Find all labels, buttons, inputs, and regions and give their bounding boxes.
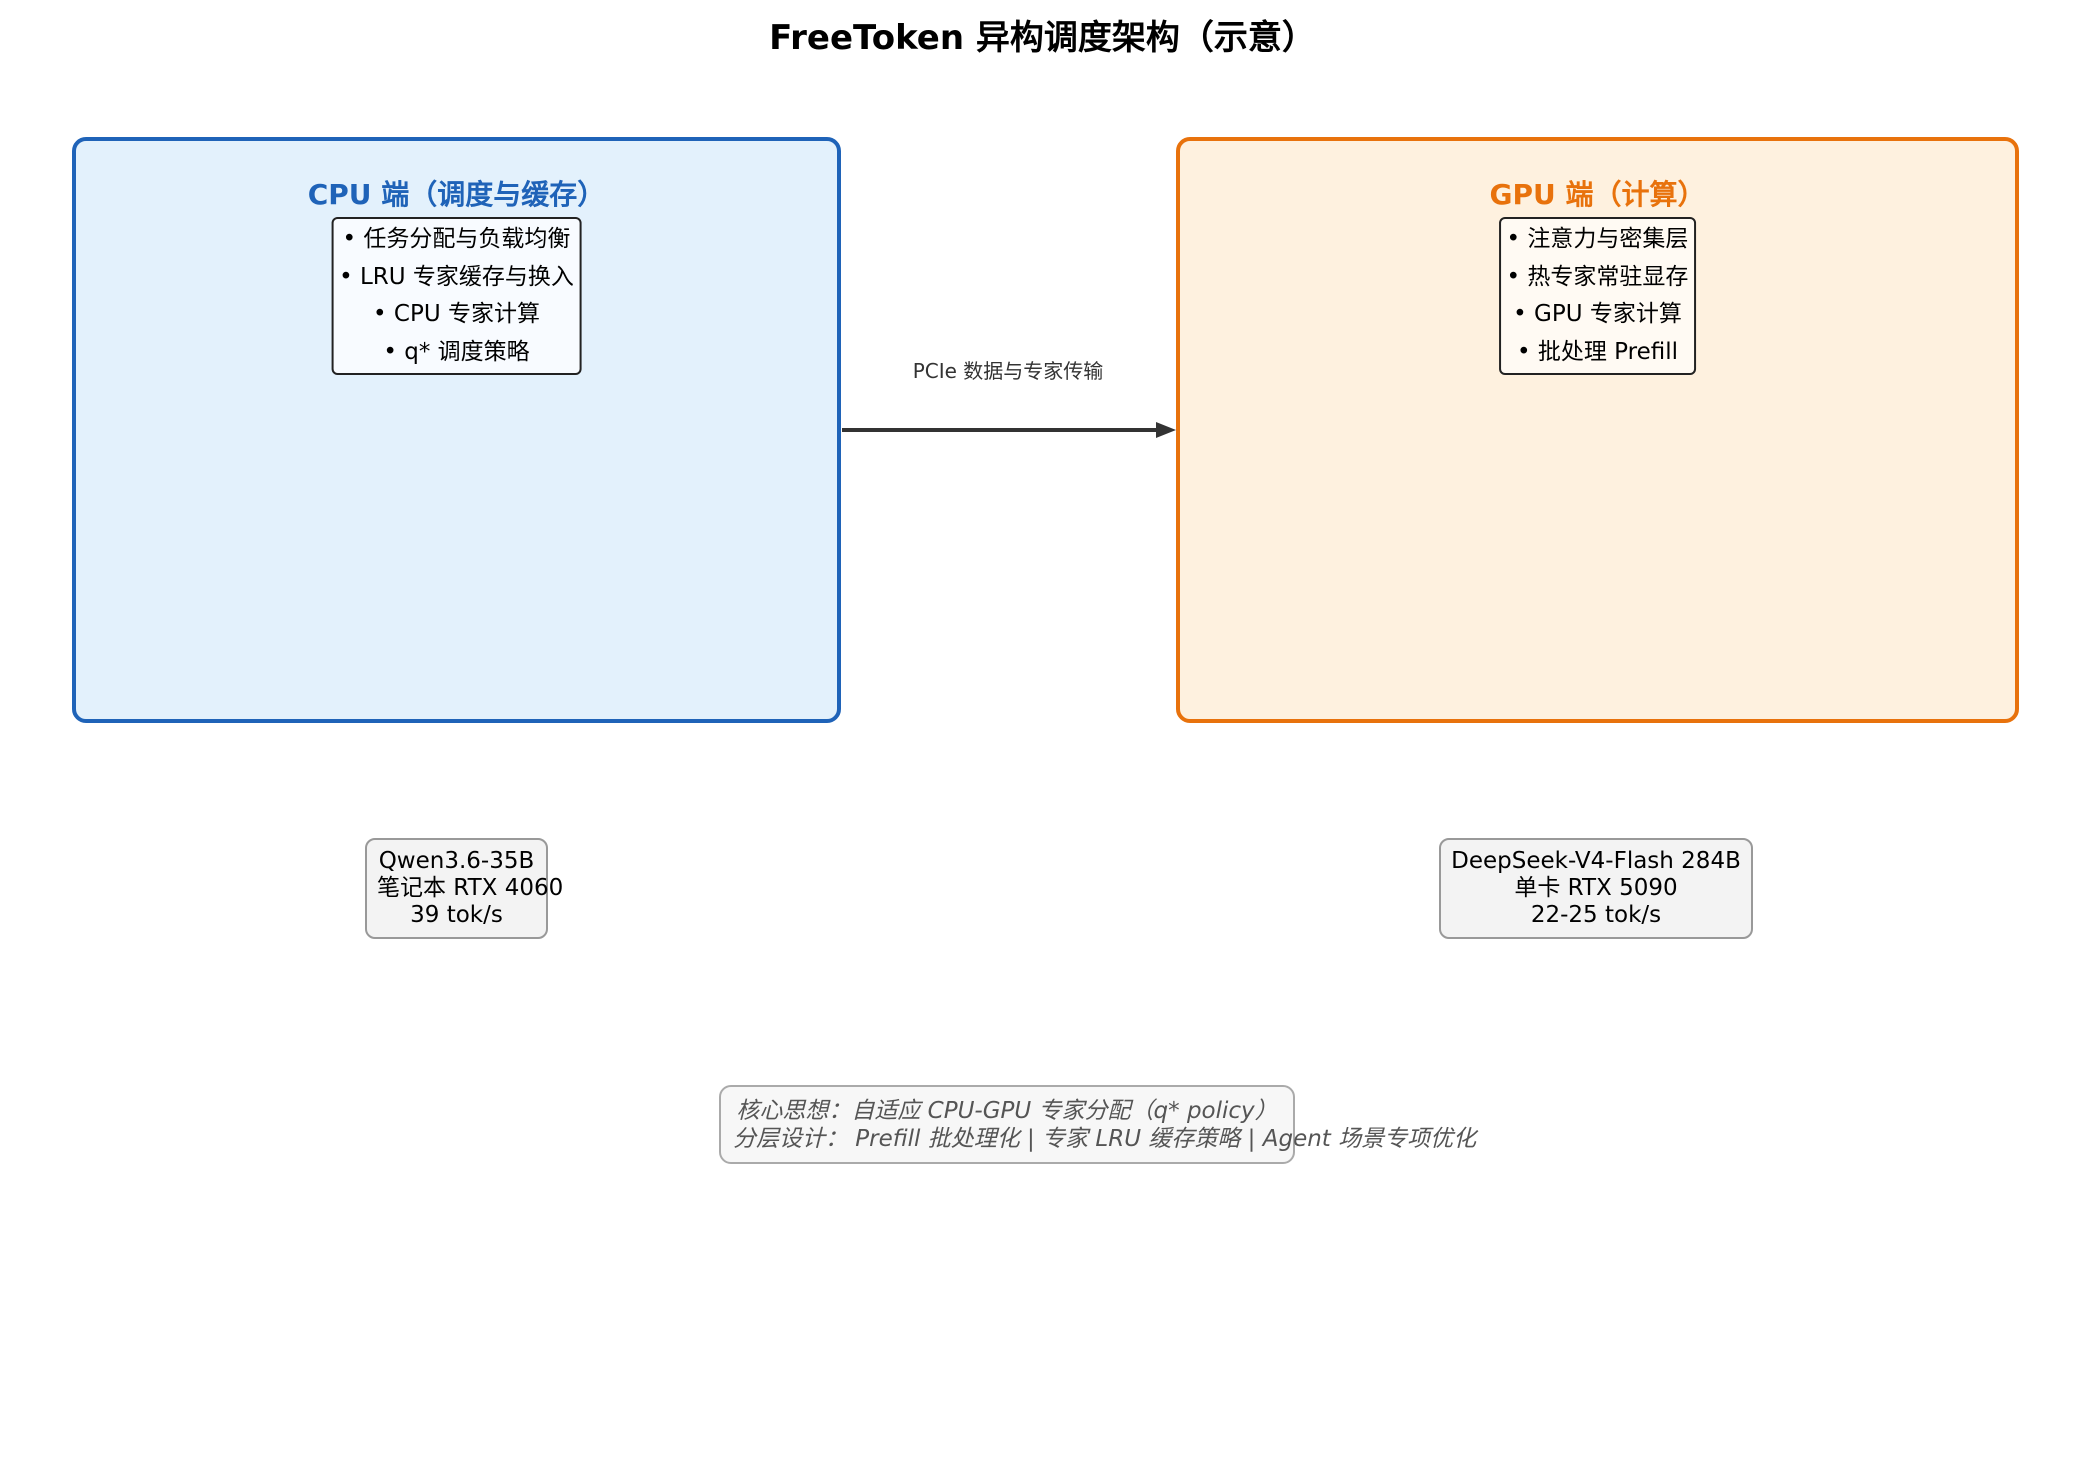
gpu-example-box: DeepSeek-V4-Flash 284B 单卡 RTX 5090 22-25… (1439, 838, 1753, 939)
gpu-hardware: 单卡 RTX 5090 (1514, 875, 1678, 901)
gpu-model-name: DeepSeek-V4-Flash 284B (1451, 848, 1741, 874)
cpu-example-box: Qwen3.6-35B 笔记本 RTX 4060 39 tok/s (365, 838, 564, 939)
note-line: 核心思想：自适应 CPU-GPU 专家分配（q* policy） (736, 1098, 1278, 1124)
cpu-bullet: • q* 调度策略 (383, 338, 530, 365)
cpu-panel-heading: CPU 端（调度与缓存） (307, 178, 606, 211)
cpu-bullet: • CPU 专家计算 (373, 301, 540, 327)
gpu-bullet: • 热专家常驻显存 (1506, 263, 1689, 290)
cpu-hardware: 笔记本 RTX 4060 (377, 875, 564, 901)
diagram-title: FreeToken 异构调度架构（示意） (769, 18, 1316, 58)
cpu-model-name: Qwen3.6-35B (378, 848, 535, 874)
gpu-panel: GPU 端（计算） • 注意力与密集层 • 热专家常驻显存 • GPU 专家计算… (1176, 137, 2019, 723)
link-label: PCIe 数据与专家传输 (912, 359, 1104, 383)
gpu-bullet: • GPU 专家计算 (1513, 301, 1682, 327)
cpu-bullet-list: • 任务分配与负载均衡 • LRU 专家缓存与换入 • CPU 专家计算 • q… (331, 217, 582, 375)
summary-note: 核心思想：自适应 CPU-GPU 专家分配（q* policy） 分层设计： P… (719, 1085, 1477, 1164)
gpu-bullet-list: • 注意力与密集层 • 热专家常驻显存 • GPU 专家计算 • 批处理 Pre… (1498, 217, 1697, 375)
gpu-throughput: 22-25 tok/s (1530, 902, 1662, 928)
cpu-bullet: • 任务分配与负载均衡 (342, 226, 571, 252)
gpu-bullet: • 注意力与密集层 (1506, 226, 1689, 252)
gpu-bullet: • 批处理 Prefill (1516, 338, 1679, 365)
gpu-panel-heading: GPU 端（计算） (1489, 178, 1706, 211)
note-line: 分层设计： Prefill 批处理化 | 专家 LRU 缓存策略 | Agent… (733, 1126, 1477, 1152)
cpu-bullet: • LRU 专家缓存与换入 (339, 263, 574, 290)
cpu-throughput: 39 tok/s (410, 902, 503, 928)
cpu-panel: CPU 端（调度与缓存） • 任务分配与负载均衡 • LRU 专家缓存与换入 •… (72, 137, 841, 723)
arrow-right-icon (842, 422, 1176, 438)
